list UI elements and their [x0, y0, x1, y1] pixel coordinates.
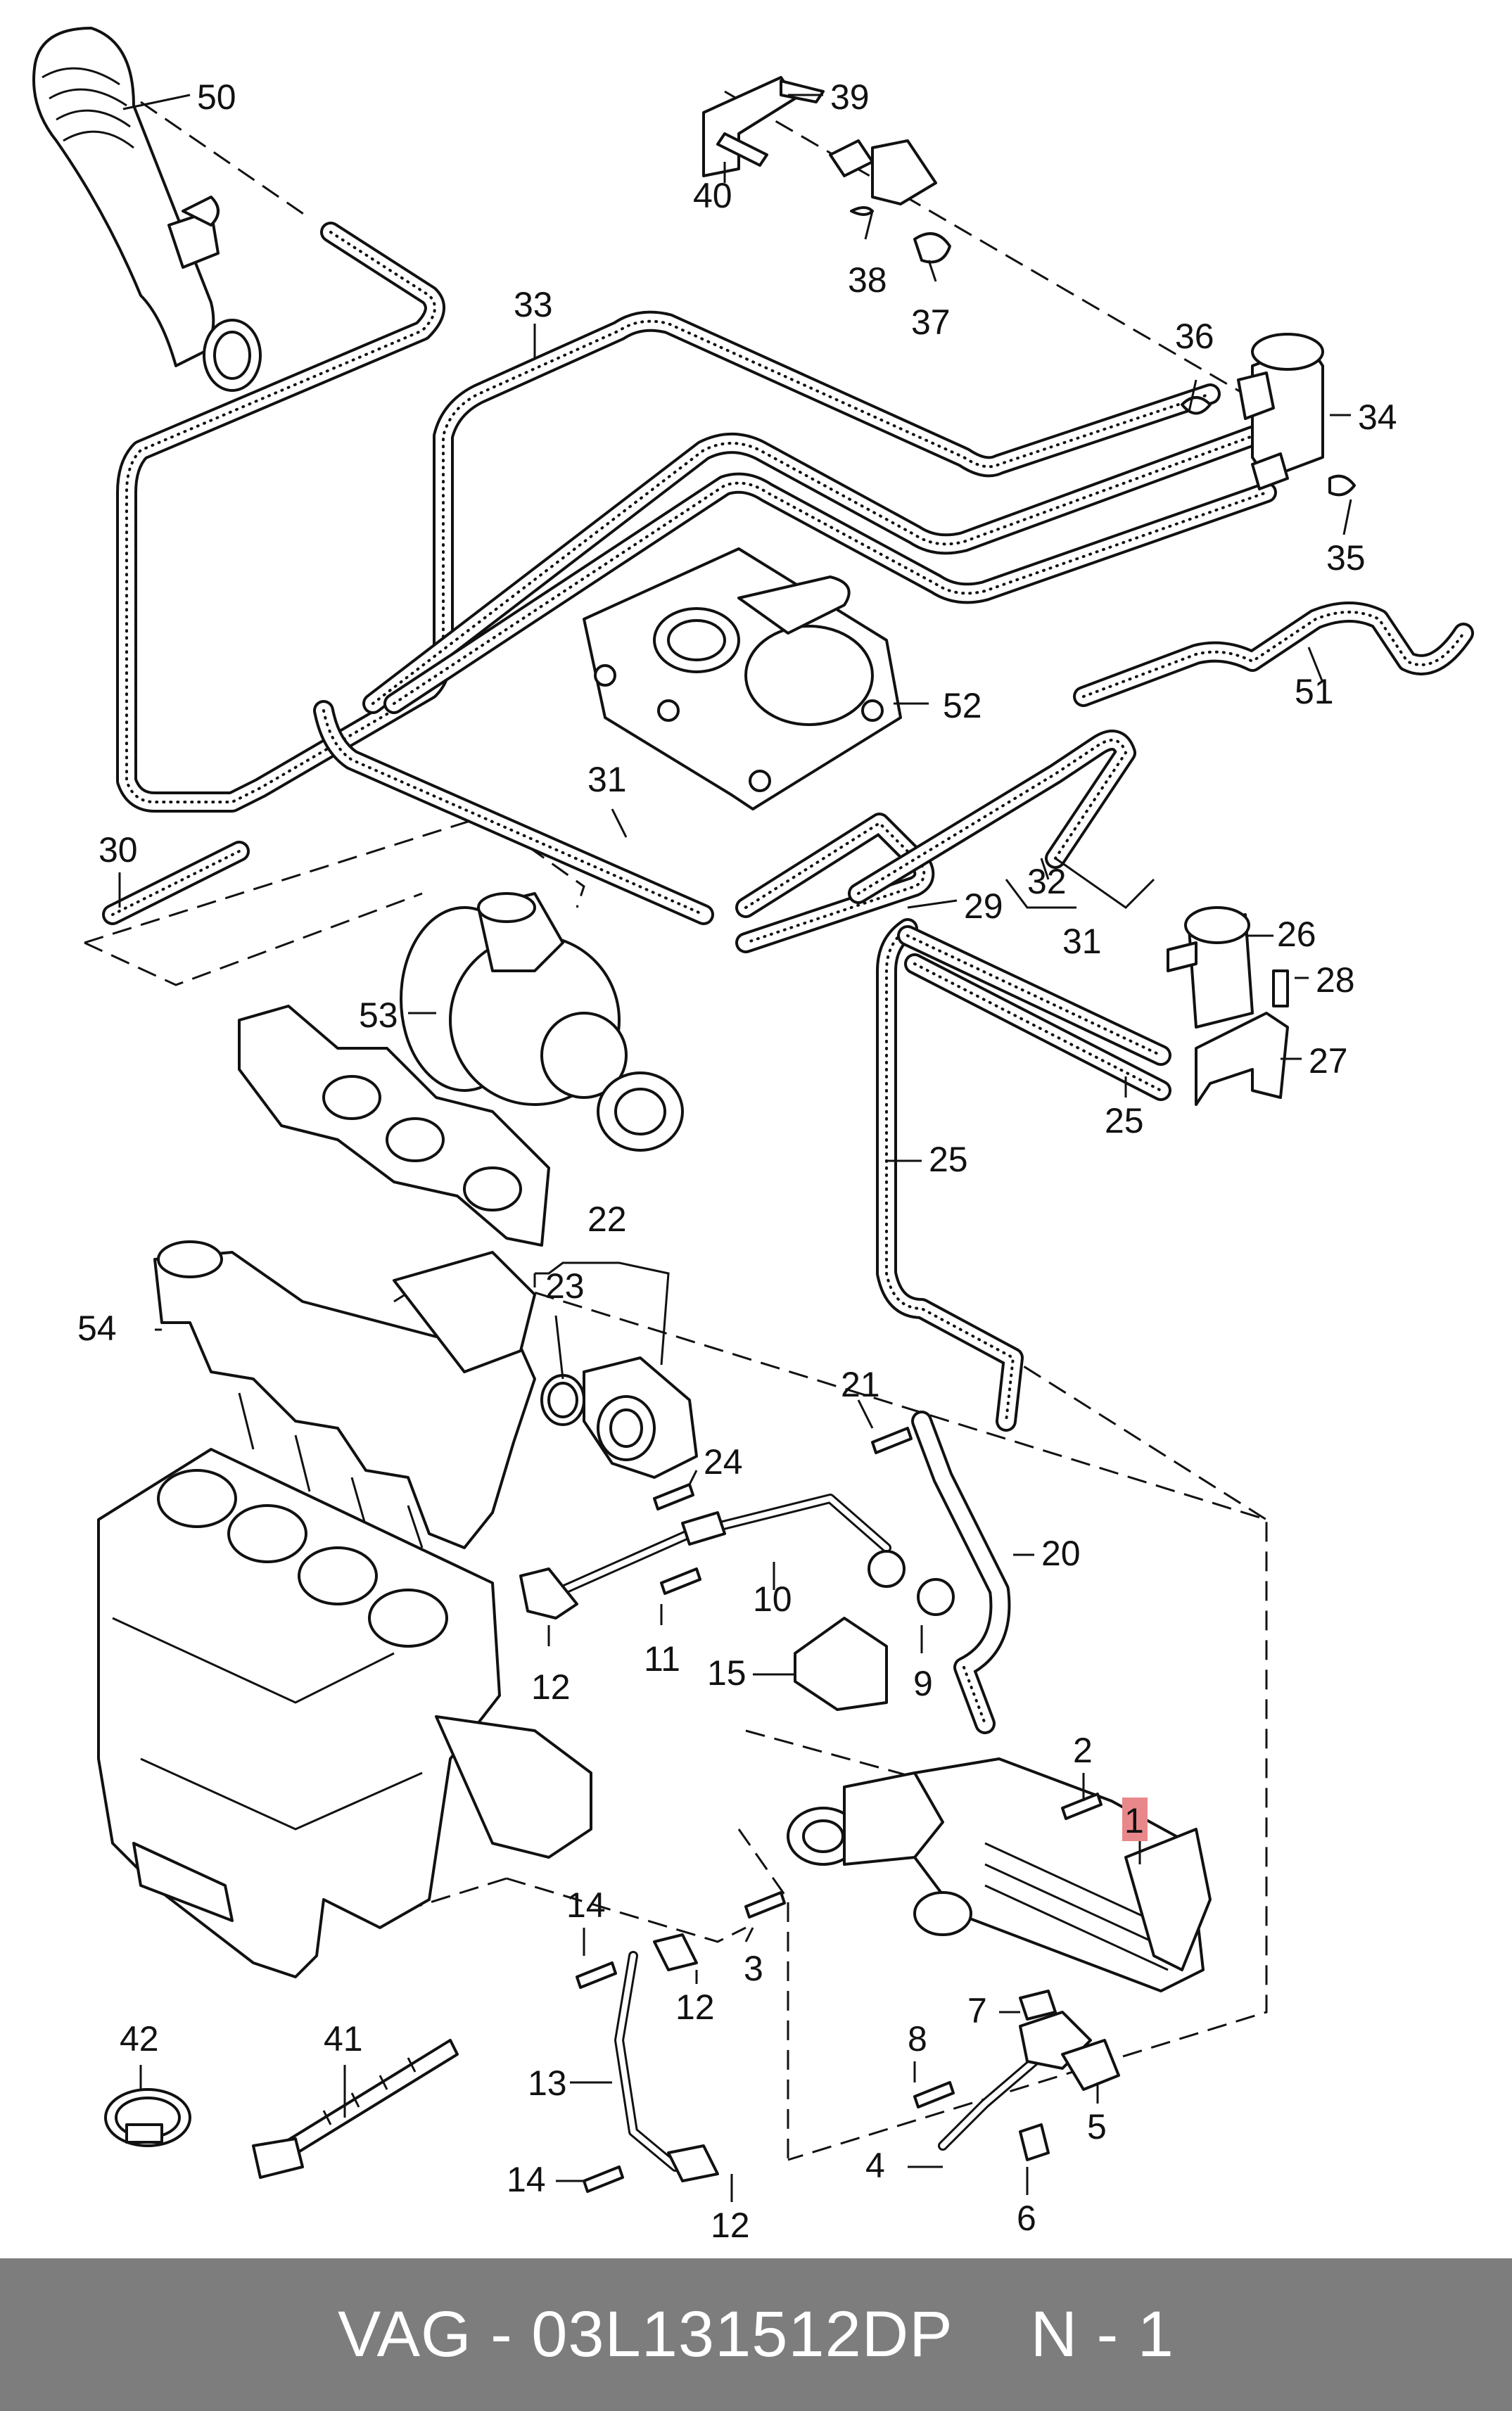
callout-32: 32: [1027, 862, 1067, 901]
part-10-egr-pipe: [519, 1494, 955, 1620]
engine-block: [97, 1448, 592, 1978]
callout-21: 21: [841, 1365, 880, 1404]
callout-6: 6: [1017, 2199, 1036, 2238]
callout-14a: 14: [566, 1885, 606, 1925]
callout-38: 38: [848, 260, 887, 300]
callout-11: 11: [644, 1639, 680, 1679]
callout-35: 35: [1326, 538, 1366, 578]
callout-31b: 31: [1062, 922, 1102, 961]
parts-diagram: 50 39 40 38 37 36 34 35 33 51 52 30 31 3…: [32, 27, 1474, 2245]
part-53-turbocharger: [238, 892, 684, 1247]
callout-9: 9: [913, 1664, 933, 1703]
callout-22: 22: [587, 1200, 627, 1239]
part-code: VAG - 03L131512DP: [338, 2298, 953, 2370]
callout-54: 54: [77, 1309, 117, 1348]
callout-31a: 31: [587, 760, 627, 799]
callout-15: 15: [707, 1653, 747, 1693]
part-26-pressure-converter: [1167, 906, 1254, 1029]
callout-25b: 25: [929, 1140, 968, 1179]
part-42-clamp: [104, 2088, 191, 2147]
callout-39: 39: [830, 77, 870, 117]
callout-leaders: [118, 94, 1352, 2202]
callout-30: 30: [99, 830, 138, 870]
part-23-o-ring: [540, 1374, 585, 1426]
callout-41: 41: [324, 2019, 363, 2059]
callout-8: 8: [908, 2019, 927, 2059]
callout-3: 3: [744, 1949, 763, 1988]
callout-25a: 25: [1105, 1101, 1144, 1140]
callout-12a: 12: [531, 1667, 571, 1707]
callout-34: 34: [1358, 397, 1397, 437]
callout-4: 4: [865, 2146, 885, 2185]
part-50-intake-hose: [32, 27, 262, 392]
part-7-gasket: [1019, 1990, 1057, 2021]
callout-24: 24: [704, 1442, 743, 1482]
callout-labels: 50 39 40 38 37 36 34 35 33 51 52 30 31 3…: [77, 77, 1397, 2245]
callout-26: 26: [1277, 915, 1316, 954]
callout-33: 33: [514, 285, 553, 324]
highlight-box: [1122, 1798, 1148, 1841]
part-34-solenoid-valve: [1181, 333, 1356, 497]
callout-29: 29: [964, 886, 1003, 926]
part-4-pipe: [938, 2011, 1092, 2151]
callout-51: 51: [1295, 672, 1334, 711]
part-number-footer: VAG - 03L131512DP N - 1: [0, 2258, 1512, 2411]
callout-20: 20: [1041, 1534, 1081, 1573]
part-5-gasket: [1061, 2039, 1120, 2091]
parts-39-40-bracket: [702, 76, 951, 264]
callout-1: 1: [1124, 1801, 1144, 1840]
part-22-throttle-valve: [583, 1356, 698, 1479]
part-15-bracket: [794, 1617, 888, 1711]
part-13-pipe: [614, 1933, 719, 2182]
part-41-cable-tie: [252, 2039, 459, 2179]
callout-50: 50: [197, 77, 236, 117]
callout-13: 13: [528, 2063, 567, 2103]
part-52-cylinder-head-cover: [583, 547, 902, 810]
callout-12b: 12: [675, 1987, 715, 2027]
callout-12c: 12: [711, 2206, 750, 2245]
callout-40: 40: [693, 176, 732, 215]
callout-42: 42: [120, 2019, 159, 2059]
part-1-egr-cooler: [787, 1757, 1212, 1992]
callout-10: 10: [753, 1579, 792, 1619]
callout-14b: 14: [507, 2160, 546, 2199]
part-54-intake-manifold: [153, 1240, 536, 1549]
vacuum-hoses: [102, 222, 1474, 1734]
callout-28: 28: [1316, 960, 1355, 1000]
bolts: [576, 1427, 1103, 2193]
position-label: N - 1: [1030, 2298, 1174, 2370]
callout-37: 37: [911, 303, 951, 342]
callout-23: 23: [545, 1266, 585, 1306]
callout-36: 36: [1175, 317, 1214, 356]
callout-52: 52: [943, 686, 982, 725]
callout-27: 27: [1309, 1041, 1348, 1081]
part-27-bracket: [1195, 969, 1289, 1106]
callout-7: 7: [967, 1991, 987, 2030]
callout-53: 53: [359, 995, 398, 1035]
callout-2: 2: [1073, 1731, 1093, 1770]
callout-5: 5: [1087, 2107, 1107, 2146]
